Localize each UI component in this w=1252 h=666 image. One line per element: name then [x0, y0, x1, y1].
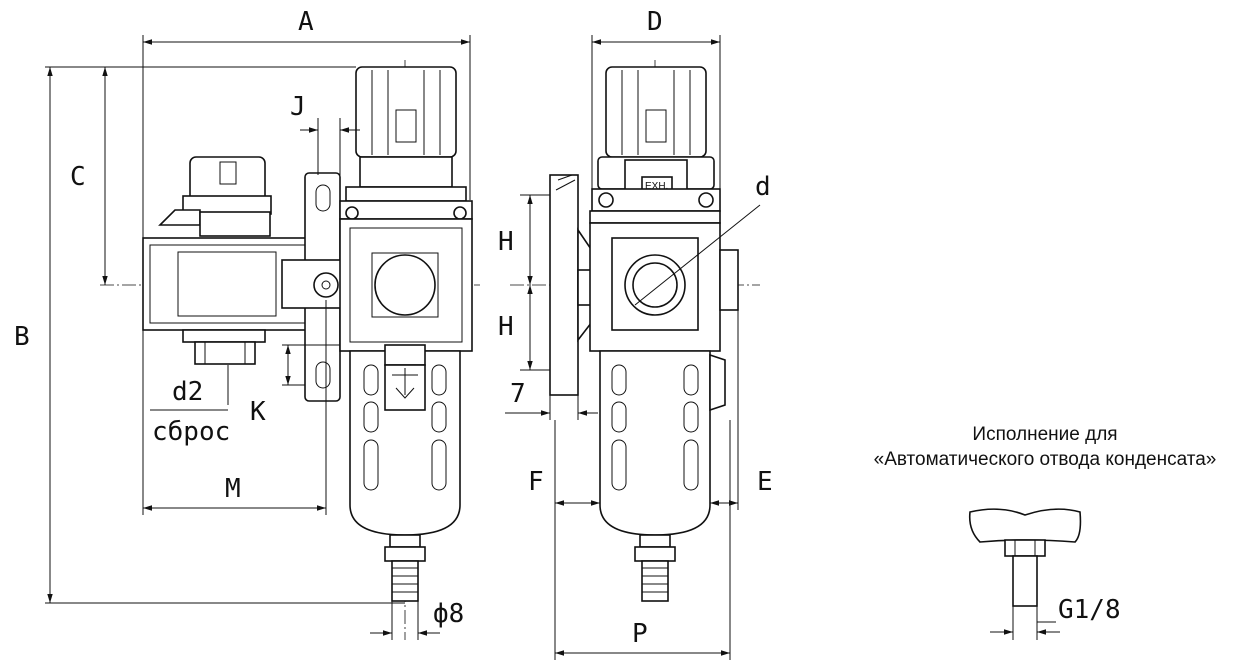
dim-p-label: P: [632, 619, 648, 649]
note-line-1: Исполнение для: [972, 424, 1117, 445]
dim-k-label: K: [250, 397, 266, 427]
thread-label: G1/8: [1058, 595, 1121, 625]
side-bowl: [599, 350, 726, 602]
dim-b-label: B: [14, 322, 30, 352]
side-bracket: [549, 174, 597, 396]
main-body: [339, 218, 473, 352]
side-knob: EXH.: [589, 66, 721, 224]
dim-j-label: J: [290, 92, 306, 122]
drain-label: сброс: [152, 417, 230, 447]
front-view: A B C J K d2 сброс M ф8: [14, 7, 480, 640]
dim-m-label: M: [225, 474, 241, 504]
dim-d2-label: d2: [172, 377, 203, 407]
dim-h-upper-label: H: [498, 227, 514, 257]
dim-e-label: E: [757, 467, 773, 497]
mounting-bracket: [281, 172, 345, 402]
dim-d-port-label: d: [755, 172, 771, 202]
dim-d-label: D: [647, 7, 663, 37]
dim-h-lower-label: H: [498, 312, 514, 342]
side-body: d: [589, 172, 771, 352]
filter-bowl: [349, 344, 461, 602]
exh-label: EXH.: [645, 181, 668, 192]
dim-7-label: 7: [510, 379, 526, 409]
dim-a-label: A: [298, 7, 314, 37]
dim-c-label: C: [70, 162, 86, 192]
regulator-knob: [339, 66, 473, 220]
dim-phi8-label: ф8: [433, 599, 464, 629]
dim-f-label: F: [528, 467, 544, 497]
auto-drain-detail: Исполнение для «Автоматического отвода к…: [874, 424, 1217, 640]
side-valve: [142, 156, 316, 365]
side-view: EXH. d: [498, 7, 773, 660]
note-line-2: «Автоматического отвода конденсата»: [874, 449, 1217, 470]
